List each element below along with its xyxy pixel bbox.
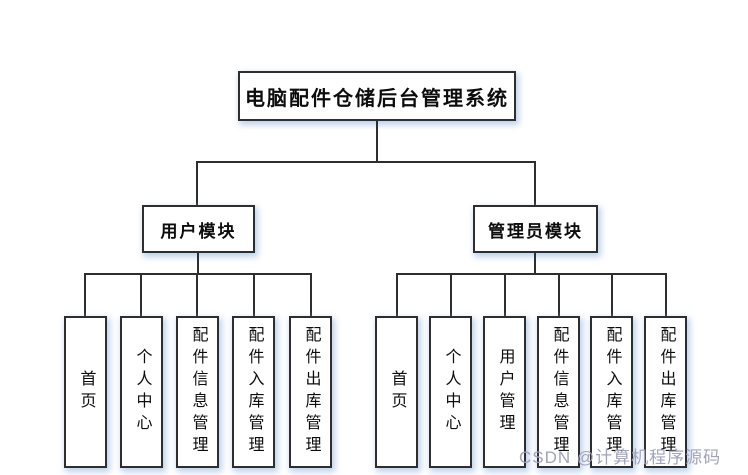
- connector-drop-user-module: [196, 161, 198, 205]
- node-user-parts-outbound-mgmt: 配件出库管理: [289, 316, 332, 468]
- connector-user-drop-2: [140, 273, 142, 316]
- leaf-label: 用户管理: [496, 348, 514, 436]
- connector-admin-horizontal: [396, 273, 667, 275]
- node-user-parts-inbound-mgmt: 配件入库管理: [232, 316, 275, 468]
- connector-level1-horizontal: [196, 161, 536, 163]
- node-admin-parts-info-mgmt: 配件信息管理: [537, 316, 580, 468]
- node-admin-personal-center: 个人中心: [429, 316, 472, 468]
- node-admin-home: 首页: [375, 316, 418, 468]
- leaf-label: 首页: [77, 370, 95, 414]
- connector-user-drop-3: [196, 273, 198, 316]
- node-admin-user-mgmt: 用户管理: [483, 316, 526, 468]
- connector-admin-drop-1: [396, 273, 398, 316]
- connector-admin-drop-4: [558, 273, 560, 316]
- connector-user-drop-4: [253, 273, 255, 316]
- connector-admin-drop-2: [450, 273, 452, 316]
- leaf-label: 首页: [388, 370, 406, 414]
- leaf-label: 配件入库管理: [245, 326, 263, 458]
- connector-drop-admin-module: [534, 161, 536, 205]
- leaf-label: 配件信息管理: [189, 326, 207, 458]
- connector-user-stem: [197, 253, 199, 274]
- connector-admin-drop-6: [665, 273, 667, 316]
- node-admin-parts-outbound-mgmt: 配件出库管理: [644, 316, 687, 468]
- connector-admin-drop-3: [504, 273, 506, 316]
- connector-admin-stem: [534, 253, 536, 274]
- leaf-label: 个人中心: [442, 348, 460, 436]
- connector-root-stem: [376, 121, 378, 163]
- csdn-watermark: CSDN @计算机程序源码: [519, 448, 722, 467]
- connector-user-drop-5: [310, 273, 312, 316]
- node-user-module: 用户模块: [142, 205, 255, 253]
- leaf-label: 配件出库管理: [302, 326, 320, 458]
- connector-user-drop-1: [84, 273, 86, 316]
- connector-admin-drop-5: [611, 273, 613, 316]
- leaf-label: 配件信息管理: [550, 326, 568, 458]
- leaf-label: 配件出库管理: [657, 326, 675, 458]
- leaf-label: 个人中心: [133, 348, 151, 436]
- connector-user-horizontal: [84, 273, 312, 275]
- node-admin-parts-inbound-mgmt: 配件入库管理: [590, 316, 633, 468]
- node-user-personal-center: 个人中心: [120, 316, 163, 468]
- node-user-home: 首页: [64, 316, 107, 468]
- node-user-parts-info-mgmt: 配件信息管理: [176, 316, 219, 468]
- leaf-label: 配件入库管理: [603, 326, 621, 458]
- node-admin-module: 管理员模块: [473, 205, 598, 253]
- node-root: 电脑配件仓储后台管理系统: [238, 71, 516, 121]
